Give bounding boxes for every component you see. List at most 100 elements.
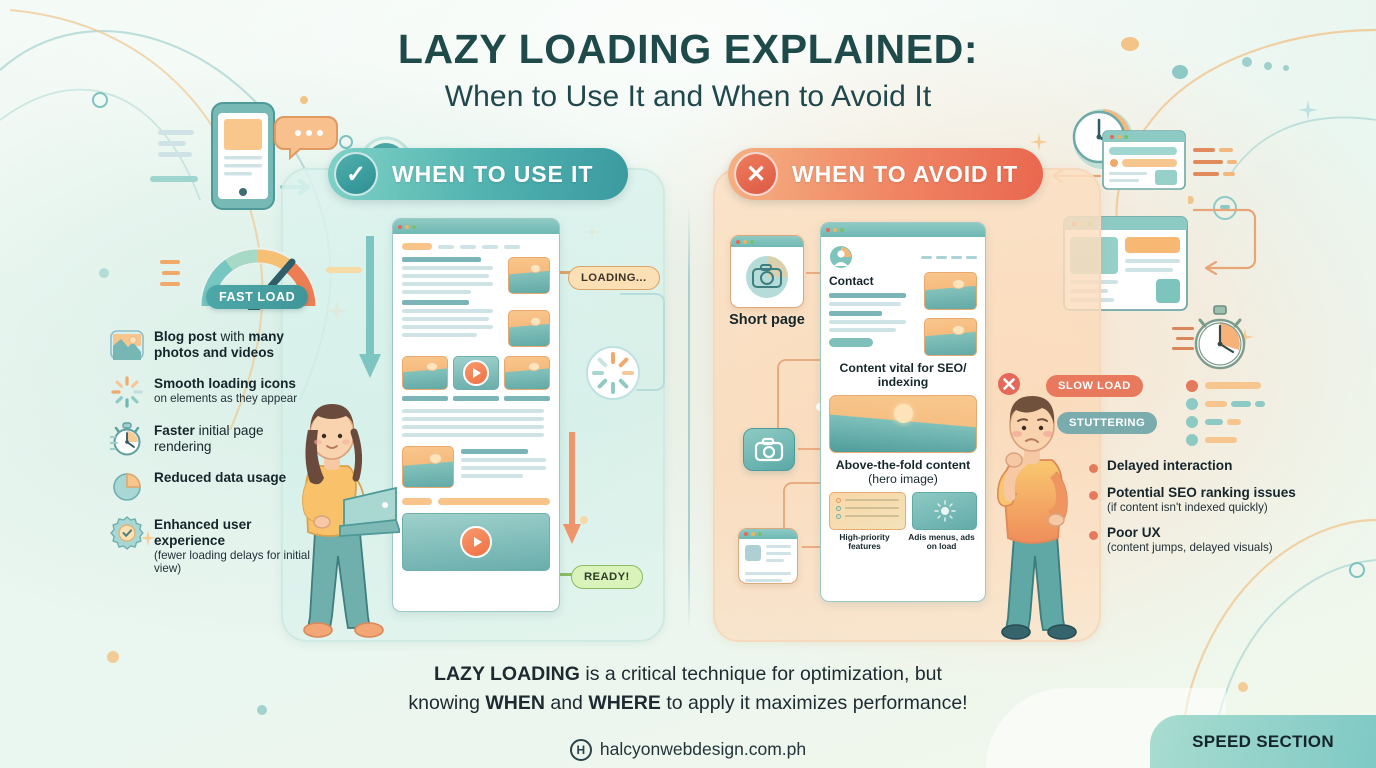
benefit-text: Blog post with many photos and videos	[154, 329, 284, 360]
gear-check-icon	[110, 516, 144, 550]
stuttering-badge: STUTTERING	[1057, 412, 1158, 434]
mockup-body	[393, 234, 559, 611]
check-icon: ✓	[334, 152, 378, 196]
image-icon	[110, 328, 144, 362]
benefit-text: Reduced data usage	[154, 470, 287, 485]
footer-emphasis: LAZY LOADING	[434, 663, 580, 685]
image-placeholder	[508, 310, 550, 347]
pie-chart-icon	[113, 473, 141, 501]
window-minimize-dot	[405, 224, 409, 229]
mockup-body: Contact Content vital for SEO/ indexing	[821, 237, 985, 559]
page-subtitle: When to Use It and When to Avoid It	[444, 80, 932, 114]
image-placeholder	[402, 446, 454, 488]
header-when-to-use[interactable]: ✓ WHEN TO USE IT	[328, 148, 628, 200]
tile-label-ads: Adis menus, ads on load	[908, 531, 975, 551]
pie-chart-icon	[110, 469, 144, 503]
ads-tile	[912, 491, 977, 530]
bullet-dot-icon	[1089, 464, 1098, 473]
ads-icon	[933, 499, 956, 522]
camera-icon	[746, 256, 788, 298]
bullet-dot-icon	[1089, 530, 1098, 540]
footer-text: is a critical technique for optimization…	[579, 663, 942, 685]
footer-block: LAZY LOADING is a critical technique for…	[0, 660, 1376, 761]
image-placeholder	[508, 257, 550, 294]
spinner-icon	[110, 375, 144, 409]
short-page-label: Short page	[729, 312, 805, 328]
header-use-label: WHEN TO USE IT	[392, 160, 594, 187]
caption-above-fold-regular: (hero image)	[868, 471, 938, 486]
video-placeholder	[453, 356, 499, 390]
sparkle-icon	[1030, 133, 1048, 151]
window-maximize-dot	[750, 239, 754, 244]
connector-arrows-decoration	[1188, 148, 1257, 276]
header-avoid-label: WHEN TO AVOID IT	[792, 160, 1019, 187]
sparkle-icon	[1236, 328, 1254, 346]
footer-text: to apply it maximizes performance!	[660, 691, 968, 714]
page-content-mockup: Contact Content vital for SEO/ indexing	[820, 222, 986, 602]
video-banner-placeholder	[402, 513, 550, 571]
tile-label-high-priority: High-priority features	[839, 531, 890, 551]
checklist-tile	[829, 491, 906, 530]
long-page-mockup	[392, 218, 560, 612]
window-close-dot	[398, 224, 402, 229]
window-minimize-dot	[751, 532, 755, 536]
bullet-dot-icon	[1089, 490, 1098, 500]
window-minimize-dot	[743, 239, 747, 244]
benefit-text: Enhanced user experience(fewer loading d…	[154, 517, 310, 575]
stopwatch-icon	[109, 422, 144, 456]
play-icon	[460, 526, 492, 558]
footer-emphasis: WHERE	[588, 691, 661, 714]
footer-emphasis: WHEN	[485, 691, 545, 714]
caption-above-fold-bold: Above-the-fold content	[835, 457, 971, 472]
contact-label: Contact	[829, 274, 874, 288]
drawback-text: Delayed interaction	[1107, 458, 1233, 473]
window-close-dot	[744, 532, 748, 536]
caption-seo-text: Content vital for SEO/ indexing	[839, 361, 967, 389]
drawback-text: Poor UX(content jumps, delayed visuals)	[1107, 524, 1273, 554]
camera-icon	[754, 437, 784, 461]
drawback-subtext: (if content isn't indexed quickly)	[1107, 500, 1268, 514]
camera-node	[743, 428, 795, 471]
page-title: LAZY LOADING EXPLAINED:	[397, 26, 979, 72]
node-titlebar	[739, 529, 797, 539]
mockup-titlebar	[821, 223, 985, 237]
hero-image-placeholder	[829, 394, 977, 453]
image-placeholder	[504, 356, 550, 390]
footer-text: and	[544, 691, 589, 714]
caption-above-fold: Above-the-fold content (hero image)	[829, 457, 977, 487]
image-placeholder	[402, 356, 448, 390]
clock-illustration	[1072, 109, 1133, 169]
image-icon	[110, 330, 144, 360]
speed-section-badge[interactable]: SPEED SECTION	[1150, 715, 1376, 768]
avatar-icon	[830, 246, 852, 268]
caption-seo: Content vital for SEO/ indexing	[829, 361, 977, 390]
benefit-item: Enhanced user experience(fewer loading d…	[110, 516, 310, 575]
benefit-item: Reduced data usage	[110, 469, 310, 503]
site-url[interactable]: H halcyonwebdesign.com.ph	[0, 738, 1376, 761]
drawback-subtext: (content jumps, delayed visuals)	[1107, 540, 1273, 554]
fast-load-badge: FAST LOAD	[206, 285, 309, 309]
brand-logo-icon: H	[569, 738, 592, 761]
title-block: LAZY LOADING EXPLAINED: When to Use It a…	[0, 26, 1376, 114]
header-when-to-avoid[interactable]: ✕ WHEN TO AVOID IT	[728, 148, 1043, 200]
gear-check-icon	[110, 516, 144, 550]
footer-line-2: knowing WHEN and WHERE to apply it maxim…	[0, 689, 1376, 718]
footer-text: knowing	[408, 691, 486, 714]
slow-load-badge: SLOW LOAD	[1046, 375, 1143, 397]
image-placeholder	[924, 318, 977, 356]
window-maximize-dot	[758, 532, 762, 536]
short-page-node	[730, 235, 804, 308]
drawback-text: Potential SEO ranking issues(if content …	[1107, 484, 1296, 514]
stopwatch-decoration	[1194, 305, 1246, 370]
image-placeholder	[924, 272, 977, 310]
benefit-item: Blog post with many photos and videos	[110, 328, 310, 362]
ready-badge: READY!	[571, 565, 643, 589]
window-close-dot	[736, 239, 740, 244]
stopwatch-icon	[109, 422, 141, 456]
person-with-laptop-illustration	[302, 404, 400, 638]
loading-badge: LOADING...	[568, 266, 660, 290]
site-url-text: halcyonwebdesign.com.ph	[599, 739, 807, 760]
speed-lines-decoration	[160, 260, 180, 286]
